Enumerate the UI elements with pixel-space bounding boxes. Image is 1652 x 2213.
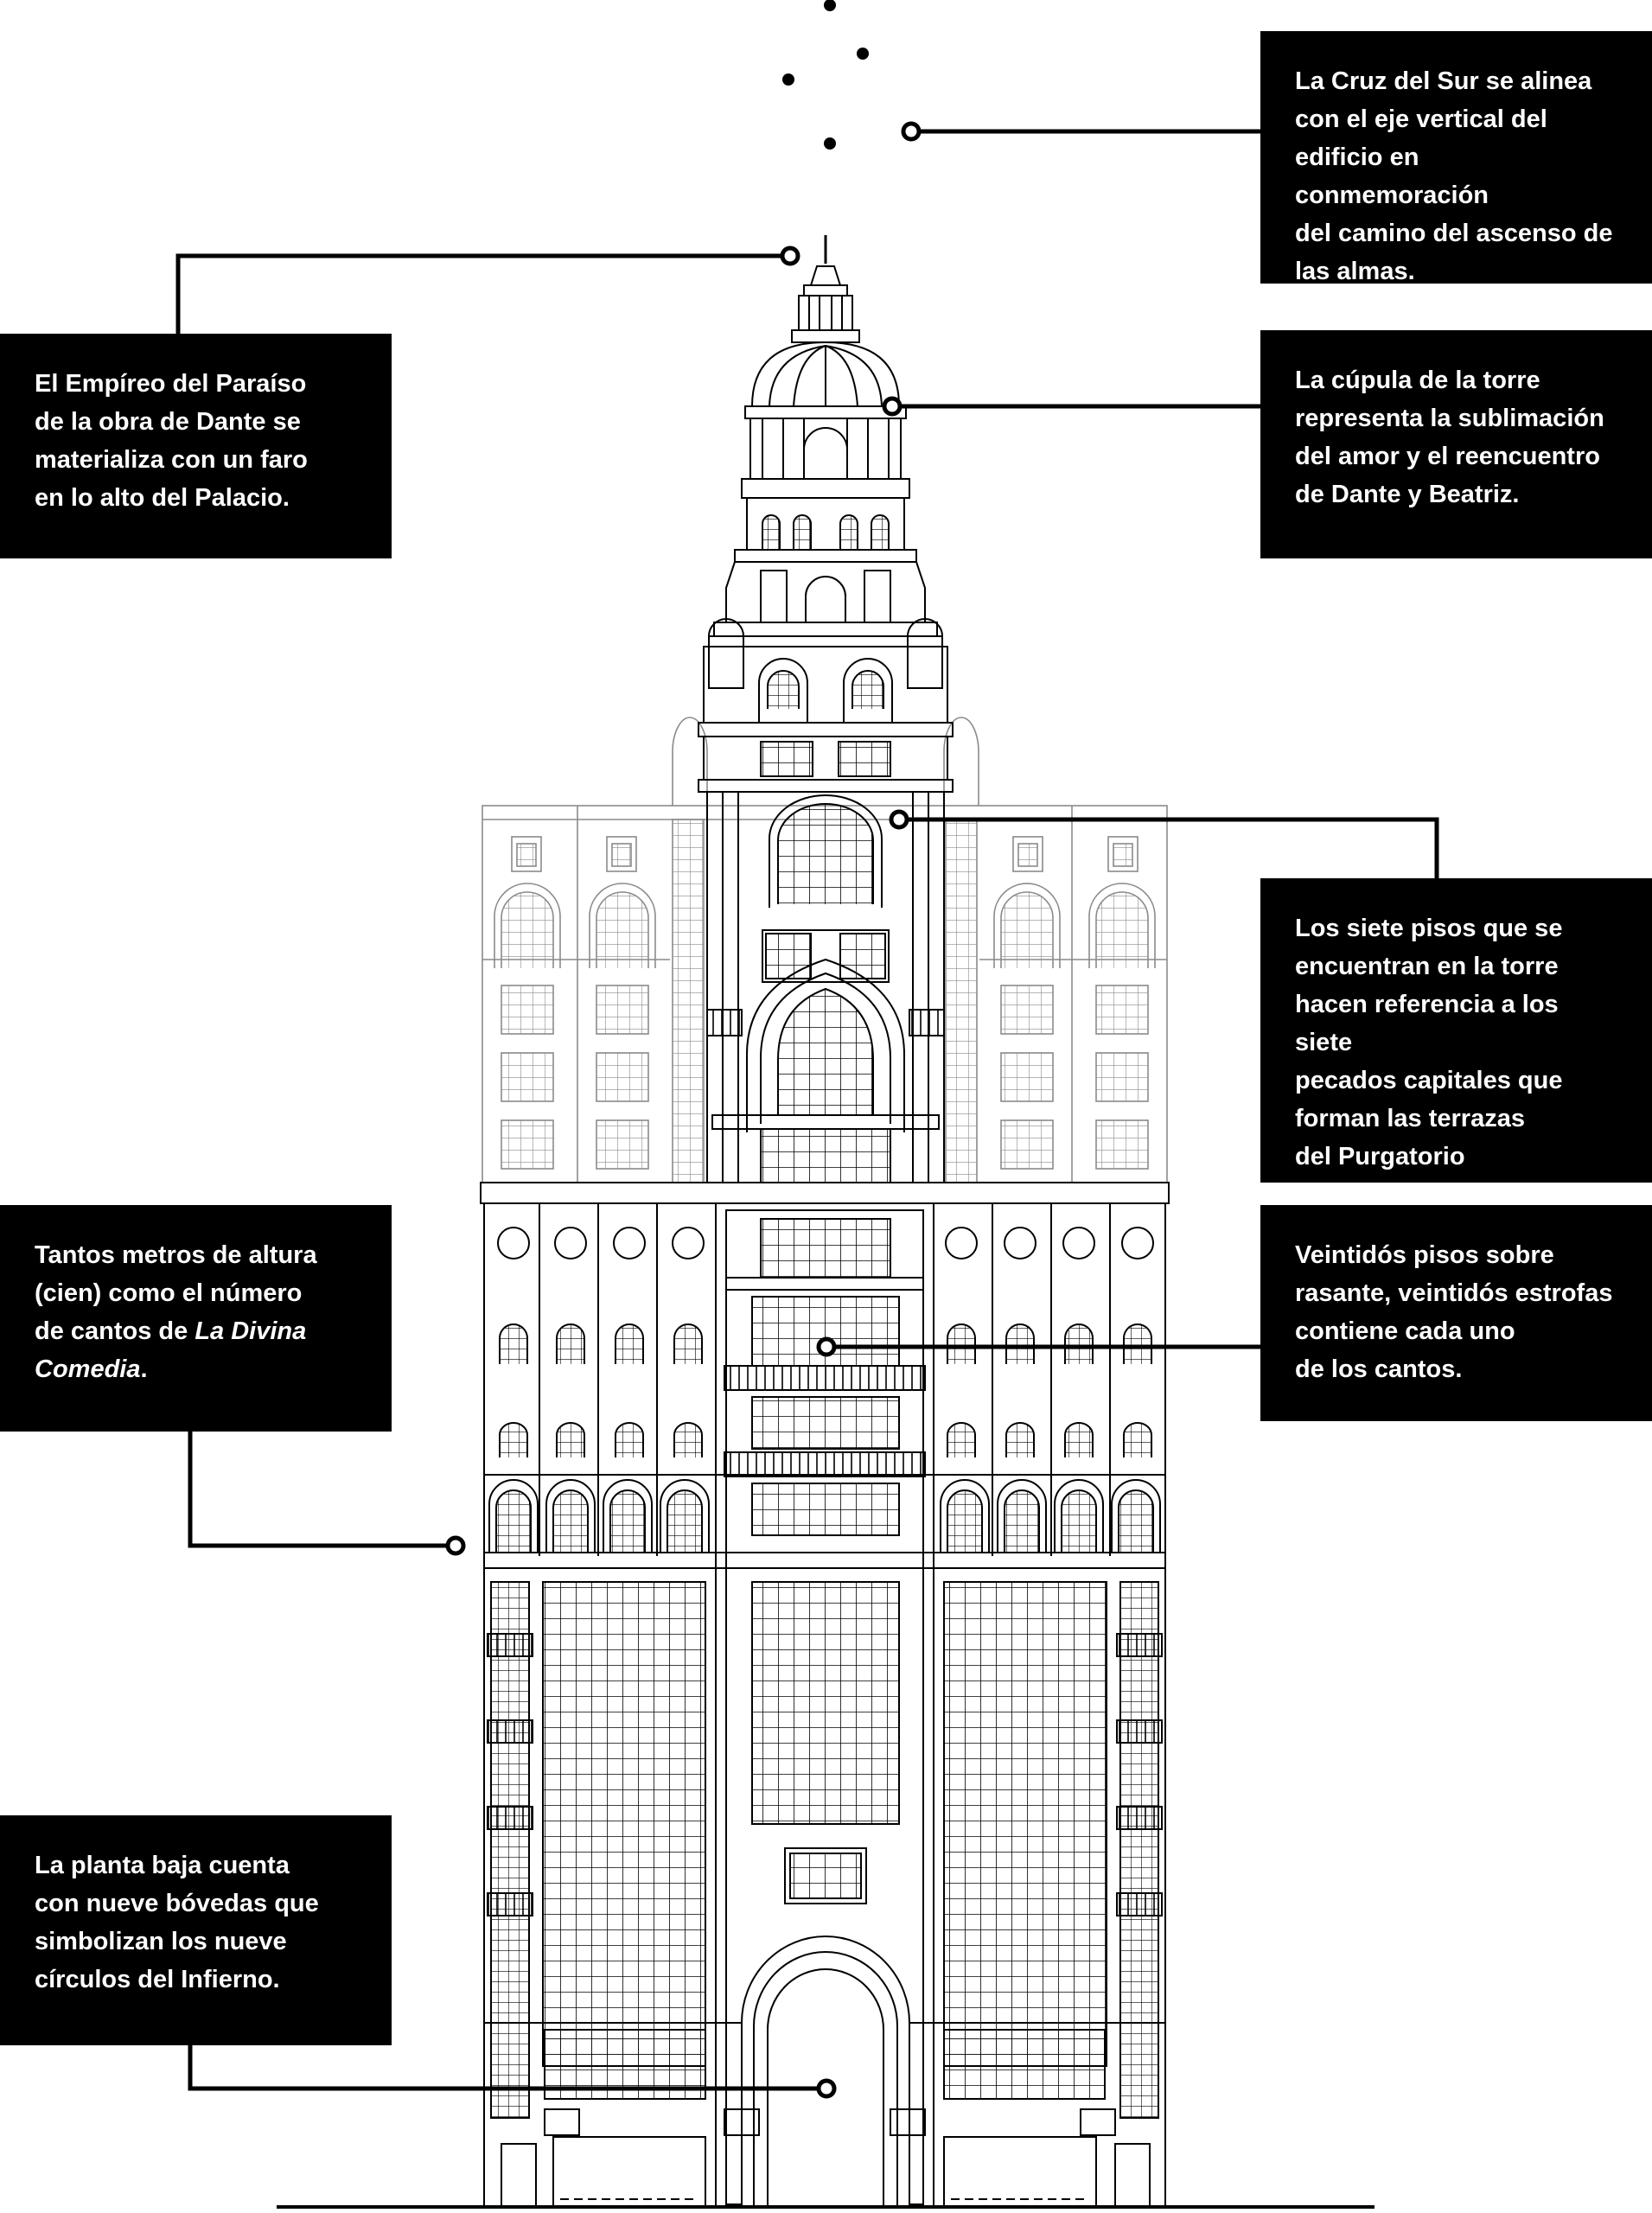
marker-metros [445,1535,466,1556]
marker-empireo [780,246,800,266]
marker-siete-pisos [889,809,909,830]
callout-line: (cien) como el número [35,1279,303,1307]
callout-line: La Cruz del Sur se alinea [1295,67,1592,95]
book-title-part: Comedia [35,1355,141,1383]
leader-markers [445,121,922,2099]
callout-line: del Purgatorio [1295,1143,1465,1170]
callout-line: La planta baja cuenta [35,1852,290,1879]
leader-metros [188,1432,456,1548]
leader-empireo [175,253,790,335]
callout-cupula: La cúpula de la torre representa la subl… [1260,330,1652,558]
callout-metros: Tantos metros de altura (cien) como el n… [0,1205,392,1432]
callout-line: de Dante y Beatriz. [1295,481,1520,508]
callout-veintidos: Veintidós pisos sobre rasante, veintidós… [1260,1205,1652,1421]
callout-line: pecados capitales que [1295,1067,1563,1094]
leader-siete-pisos [899,817,1439,878]
leader-lines [175,129,1439,2091]
callout-line: Tantos metros de altura [35,1241,317,1269]
callout-planta-baja: La planta baja cuenta con nueve bóvedas … [0,1815,392,2045]
callout-line: contiene cada uno [1295,1317,1515,1345]
callout-line: en lo alto del Palacio. [35,484,290,512]
marker-cupula [882,396,903,417]
marker-cruz-del-sur [901,121,922,142]
callout-line: representa la sublimación [1295,405,1604,432]
callout-line: con nueve bóvedas que [35,1890,319,1917]
callout-line-mixed: de cantos de La Divina [35,1312,357,1350]
main-body [480,1182,1170,2207]
callout-line: del camino del ascenso de [1295,220,1613,247]
callout-line: rasante, veintidós estrofas [1295,1279,1613,1307]
callout-line: Veintidós pisos sobre [1295,1241,1554,1269]
central-tower [698,235,954,1183]
leader-planta-baja [188,2045,826,2091]
callout-line: simbolizan los nueve [35,1928,287,1955]
book-title-part: La Divina [195,1317,307,1345]
callout-line: hacen referencia a los siete [1295,991,1559,1056]
callout-text: de cantos de [35,1317,195,1345]
callout-text: . [140,1355,148,1383]
callout-empireo: El Empíreo del Paraíso de la obra de Dan… [0,334,392,558]
callout-cruz-del-sur: La Cruz del Sur se alinea con el eje ver… [1260,31,1652,285]
callout-line: las almas. [1295,258,1415,285]
callout-line: materializa con un faro [35,446,308,474]
marker-veintidos [816,1336,837,1357]
callout-line: Los siete pisos que se [1295,915,1563,942]
callout-siete-pisos: Los siete pisos que se encuentran en la … [1260,878,1652,1183]
callout-line: círculos del Infierno. [35,1966,280,1993]
callout-line: de los cantos. [1295,1355,1463,1383]
marker-planta-baja [816,2078,837,2099]
callout-line: forman las terrazas [1295,1105,1525,1132]
callout-line: de la obra de Dante se [35,408,301,436]
callout-line: El Empíreo del Paraíso [35,370,307,398]
callout-line: con el eje vertical del [1295,105,1547,133]
southern-cross-stars [782,0,869,150]
callout-line: del amor y el reencuentro [1295,443,1600,470]
callout-line: edificio en conmemoración [1295,143,1489,209]
callout-line: encuentran en la torre [1295,953,1559,980]
upper-side-wings [482,717,1168,1183]
callout-line: La cúpula de la torre [1295,367,1540,394]
callout-line-mixed: Comedia. [35,1350,357,1388]
